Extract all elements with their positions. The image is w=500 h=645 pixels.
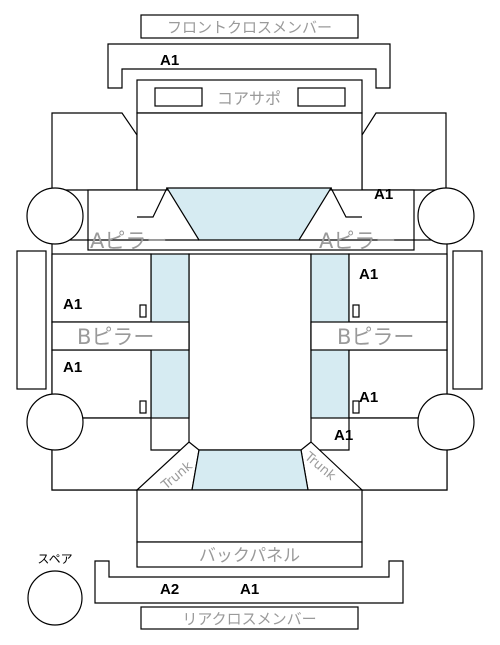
right-a-pillar-diagonal bbox=[299, 187, 414, 241]
rear-right-wheel bbox=[417, 393, 475, 451]
grade-right-rear: A1 bbox=[334, 427, 353, 444]
front-right-apron bbox=[361, 112, 447, 191]
left-rear-door-mark bbox=[139, 400, 147, 414]
left-front-door bbox=[51, 253, 152, 323]
left-side-sill bbox=[16, 250, 47, 390]
rear-cross-member-label: リアクロスメンバー bbox=[182, 610, 316, 628]
front-cross-member-label-box bbox=[140, 14, 359, 39]
grade-front-cross: A1 bbox=[160, 52, 179, 69]
front-cross-member-label: フロントクロスメンバー bbox=[167, 19, 332, 37]
rear-cross-member-label-box bbox=[140, 606, 359, 630]
right-side-sill bbox=[452, 250, 483, 390]
grade-left-upper-floor: A1 bbox=[63, 296, 82, 313]
right-front-door-mark bbox=[352, 304, 360, 318]
front-left-wheel bbox=[26, 187, 84, 245]
right-front-door bbox=[348, 253, 448, 323]
core-support-group: コアサポ bbox=[136, 79, 363, 114]
b-pillar-right-label: Bピラー bbox=[337, 325, 414, 349]
left-front-door-mark bbox=[139, 304, 147, 318]
cabin-center bbox=[188, 253, 312, 451]
right-rear-door-mark bbox=[352, 400, 360, 414]
front-cross-member-label-group: フロントクロスメンバー bbox=[140, 14, 359, 39]
a-pillar-left-label: Aピラー bbox=[90, 229, 167, 253]
back-panel-upper bbox=[136, 489, 363, 543]
front-cross-member bbox=[107, 43, 391, 89]
rear-cross-member bbox=[94, 560, 404, 604]
grade-front-right: A1 bbox=[374, 186, 393, 203]
a-pillar-right-label: Aピラー bbox=[319, 229, 396, 253]
core-support-left-slot bbox=[154, 87, 203, 107]
spare-tire bbox=[27, 570, 83, 626]
grade-rear-left: A2 bbox=[160, 581, 179, 598]
rear-window bbox=[191, 449, 309, 491]
grade-rear-right: A1 bbox=[240, 581, 259, 598]
grade-left-lower-floor: A1 bbox=[63, 359, 82, 376]
grade-right-lower-floor: A1 bbox=[359, 389, 378, 406]
core-support-right-slot bbox=[297, 87, 346, 107]
back-panel bbox=[136, 541, 363, 568]
spare-label: スペア bbox=[37, 552, 72, 566]
rear-left-wheel bbox=[26, 393, 84, 451]
left-b-pillar bbox=[51, 321, 190, 351]
front-right-wheel bbox=[417, 187, 475, 245]
front-left-apron bbox=[51, 112, 138, 191]
grade-right-upper-floor: A1 bbox=[359, 266, 378, 283]
b-pillar-left-label: Bピラー bbox=[77, 325, 154, 349]
core-support-label: コアサポ bbox=[217, 89, 281, 108]
right-b-pillar bbox=[310, 321, 448, 351]
left-a-pillar-diagonal bbox=[88, 187, 199, 241]
back-panel-label: バックパネル bbox=[199, 546, 300, 566]
